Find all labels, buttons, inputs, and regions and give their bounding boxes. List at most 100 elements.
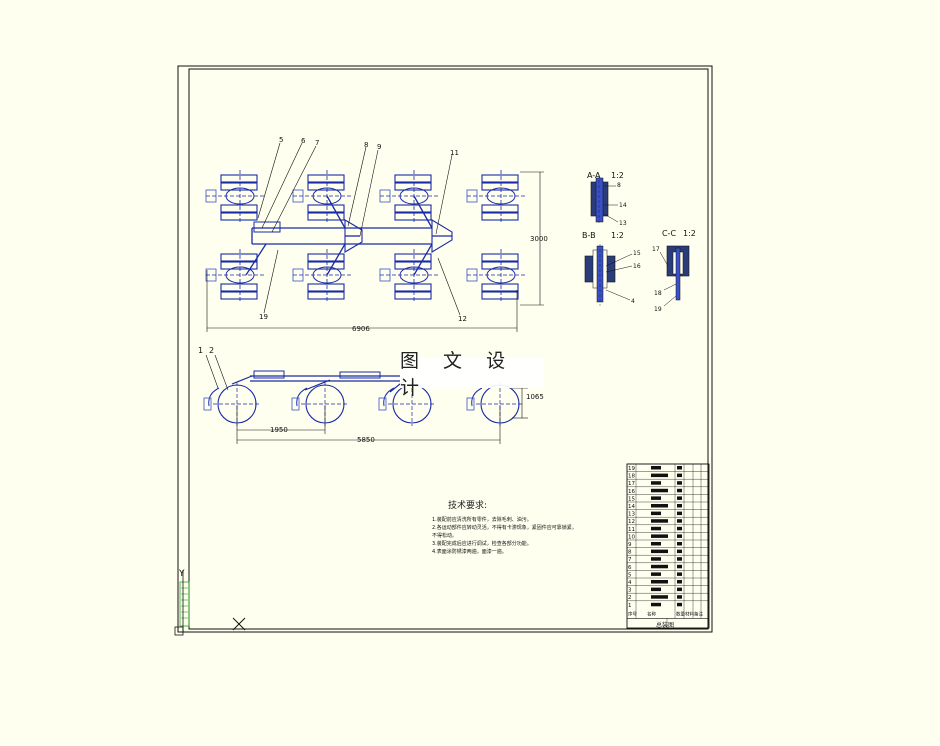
bom-header-cell: 名称: [647, 610, 656, 617]
section-cc-scale: 1:2: [683, 229, 696, 238]
bom-name-text: [651, 549, 668, 554]
tire-block: [220, 174, 258, 183]
tire-block: [307, 212, 345, 221]
bom-row-number: 19: [628, 466, 635, 472]
wheel-set: [292, 170, 351, 224]
bom-row-number: 12: [628, 519, 635, 525]
bom-row-number: 13: [628, 512, 635, 518]
plan-leaders: [257, 142, 461, 316]
bom-row-number: 10: [628, 534, 635, 540]
mid-yoke: [344, 219, 363, 253]
bom-row-number: 14: [628, 504, 635, 510]
section-bb-label: B-B: [582, 231, 596, 240]
section-cc-label: C-C: [662, 229, 676, 238]
tire-block: [307, 261, 345, 270]
balloon-6: 6: [301, 137, 306, 145]
dim-pitch-text: 1950: [270, 426, 288, 434]
dim-length-text: 6906: [352, 325, 370, 333]
bom-name-text: [651, 466, 661, 470]
tire-block: [394, 261, 432, 270]
drawbar-block: [253, 221, 281, 233]
title-block-name: 总装图: [656, 622, 675, 629]
bom-qty-text: [677, 557, 682, 561]
bom-qty-text: [677, 534, 682, 538]
plan-dimensions: [206, 171, 544, 332]
tire-block: [394, 291, 432, 300]
bom-qty-text: [677, 602, 682, 607]
tire-block: [481, 253, 519, 262]
side-wheel: [203, 382, 261, 426]
bom-row-number: 6: [628, 565, 632, 571]
wheel-set: [466, 170, 525, 224]
tire-block: [394, 253, 432, 262]
side-bracket: [203, 397, 212, 411]
bom-qty-text: [677, 580, 682, 584]
tire-block: [307, 204, 345, 213]
bom-row-number: 17: [628, 481, 635, 487]
note-line: 不得松动。: [432, 533, 458, 539]
bom-qty-text: [677, 473, 682, 478]
balloon-1: 1: [198, 346, 203, 355]
side-frame-bar: [304, 379, 331, 391]
tire-block: [220, 212, 258, 221]
bom-name-text: [651, 557, 661, 561]
fender-arc: [208, 387, 220, 407]
bom-frame: [626, 463, 710, 629]
tire-block: [481, 291, 519, 300]
section-balloon-14: 14: [619, 202, 627, 209]
tire-block: [220, 261, 258, 270]
tire-block: [307, 283, 345, 292]
wheel-set: [205, 249, 264, 303]
linkage-bar: [413, 195, 433, 229]
linkage-bar: [326, 195, 346, 229]
section-balloon-8: 8: [617, 182, 621, 189]
tire-block: [307, 253, 345, 262]
section-aa-label: A-A: [587, 171, 601, 180]
linkage-bar: [326, 243, 346, 276]
bom-name-text: [651, 580, 668, 584]
tire-block: [220, 182, 258, 191]
bom-row-number: 11: [628, 527, 635, 533]
section-balloon-13: 13: [619, 220, 627, 227]
wheel-set: [379, 249, 438, 303]
bom-name-text: [651, 519, 668, 523]
section-cc: C-C 1:2: [659, 229, 696, 307]
fender-arc: [296, 387, 308, 407]
bom-row-number: 5: [628, 572, 632, 578]
bom-qty-text: [677, 496, 682, 500]
bom-name-text: [651, 473, 668, 478]
tire-block: [220, 291, 258, 300]
watermark: 图 文 设 计: [400, 350, 544, 399]
bom-row-number: 18: [628, 474, 635, 480]
bom-qty-text: [677, 549, 682, 554]
bom-name-text: [651, 542, 661, 546]
dim-span-text: 5850: [357, 436, 375, 444]
bom-name-text: [651, 602, 661, 607]
bom-row-number: 8: [628, 550, 632, 556]
wheel-set: [205, 170, 264, 224]
tech-requirements-notes: 1.装配前应清洗所有零件，去除毛刺、油污。 2.各运动部件应转动灵活，不得有卡滞…: [432, 516, 592, 556]
ucs-icon: [174, 570, 246, 636]
bom-qty-text: [677, 572, 682, 576]
bom-name-text: [651, 534, 668, 538]
tire-block: [481, 174, 519, 183]
bom-qty-text: [677, 466, 682, 470]
bom-header-cell: 数量: [676, 610, 685, 617]
tire-block: [481, 261, 519, 270]
linkage-bar: [413, 243, 433, 276]
tire-block: [394, 182, 432, 191]
tire-block: [481, 182, 519, 191]
side-wheel: [291, 382, 349, 426]
section-bb-scale: 1:2: [611, 231, 624, 240]
ucs-y-label: Y: [178, 569, 185, 579]
bom-name-text: [651, 496, 661, 500]
bom-name-text: [651, 488, 668, 493]
bom-qty-text: [677, 587, 682, 592]
bom-header-cell: 序号: [628, 610, 637, 617]
balloon-19: 19: [259, 313, 268, 321]
bom-qty-text: [677, 511, 682, 516]
balloon-7: 7: [315, 139, 319, 147]
balloon-12: 12: [458, 315, 467, 323]
side-cylinder: [253, 370, 285, 379]
tire-block: [481, 204, 519, 213]
